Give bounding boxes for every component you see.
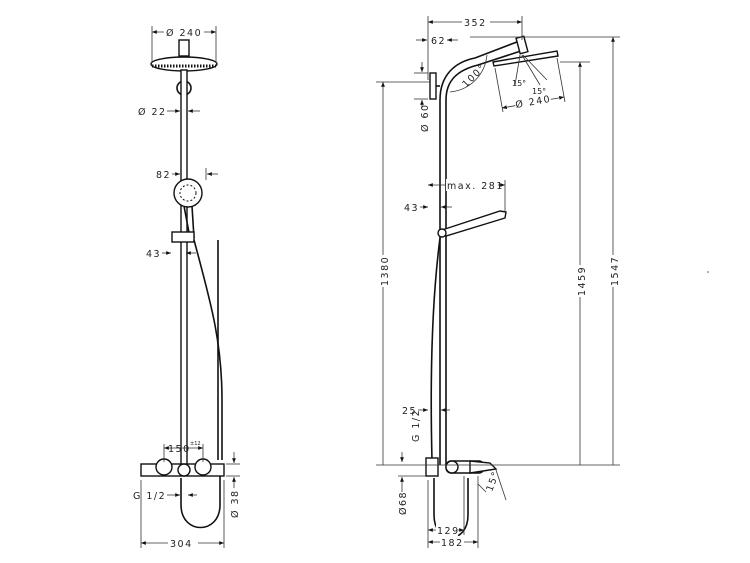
dim-depth-mixer: 129 <box>437 526 460 537</box>
dim-holder-offset: 43 <box>146 249 161 260</box>
dim-inlet-spacing: 150 <box>168 444 191 455</box>
shower-arm <box>439 39 523 465</box>
dim-holder-offset-side: 43 <box>404 203 419 214</box>
head-connector <box>178 39 190 57</box>
shower-holder <box>171 231 195 243</box>
dim-inlet-thread-side: G 1/2 <box>411 409 422 442</box>
dim-inlet-tolerance: ±12 <box>190 441 201 447</box>
dim-arm-reach: 352 <box>464 18 487 29</box>
dim-hand-shower-offset: 82 <box>156 170 171 181</box>
dim-bracket-diameter: Ø 60 <box>420 103 431 132</box>
dim-rail-offset: 25 <box>402 406 417 417</box>
dim-head-tilt-b: 15° <box>532 87 546 96</box>
shower-rail <box>180 69 188 466</box>
mixer-wall-plate <box>425 457 439 477</box>
dim-mixer-diameter-side: Ø68 <box>398 491 409 515</box>
front-view: Ø 240 Ø 22 82 43 150 ±12 G 1/2 Ø 38 304 <box>133 26 241 550</box>
dim-rail-diameter: Ø 22 <box>138 107 167 118</box>
dim-head-diameter: Ø 240 <box>166 28 202 39</box>
overhead-shower-head <box>150 56 218 72</box>
side-view: 352 62 Ø 60 100° 15° 15° Ø 240 max. 281 … <box>376 16 621 549</box>
overhead-shower-head-side <box>492 50 559 67</box>
dim-total-width: 304 <box>170 539 193 550</box>
dim-inlet-thread: G 1/2 <box>133 491 166 502</box>
hand-shower <box>173 178 203 208</box>
dim-head-diameter-side: Ø 240 <box>515 94 553 111</box>
hose-loop <box>180 476 221 529</box>
dim-head-tilt-a: 15° <box>512 79 526 88</box>
shower-hose-side <box>430 237 441 461</box>
dim-bracket-offset: 62 <box>431 36 446 47</box>
shower-hose <box>193 239 223 460</box>
dim-depth-spout: 182 <box>441 538 464 549</box>
wall-bracket <box>429 72 437 100</box>
dim-height-head: 1459 <box>577 266 588 296</box>
hand-shower-side <box>440 210 507 237</box>
dim-hand-shower-reach: max. 281 <box>447 181 504 192</box>
dim-mixer-diameter: Ø 38 <box>230 489 241 518</box>
dim-height-bracket: 1380 <box>380 256 391 286</box>
dim-height-total: 1547 <box>610 256 621 286</box>
